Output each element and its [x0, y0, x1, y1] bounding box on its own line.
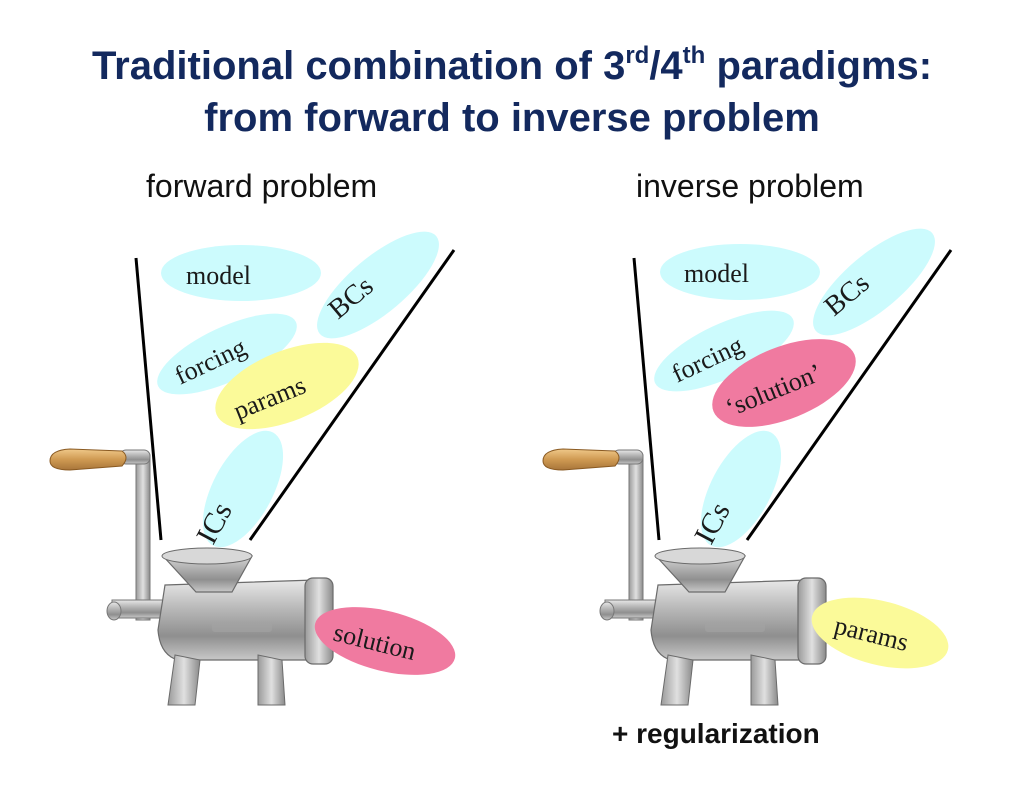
forward-bcs-bubble [302, 215, 454, 356]
forward-panel: model BCs forcing params ICs solution [50, 215, 462, 705]
forward-model-label: model [186, 261, 251, 290]
regularization-note: + regularization [612, 718, 820, 750]
inverse-panel: model BCs forcing ‘solution’ ICs params [543, 212, 956, 705]
inverse-model-label: model [684, 259, 749, 288]
forward-meat-grinder-image [50, 449, 333, 705]
